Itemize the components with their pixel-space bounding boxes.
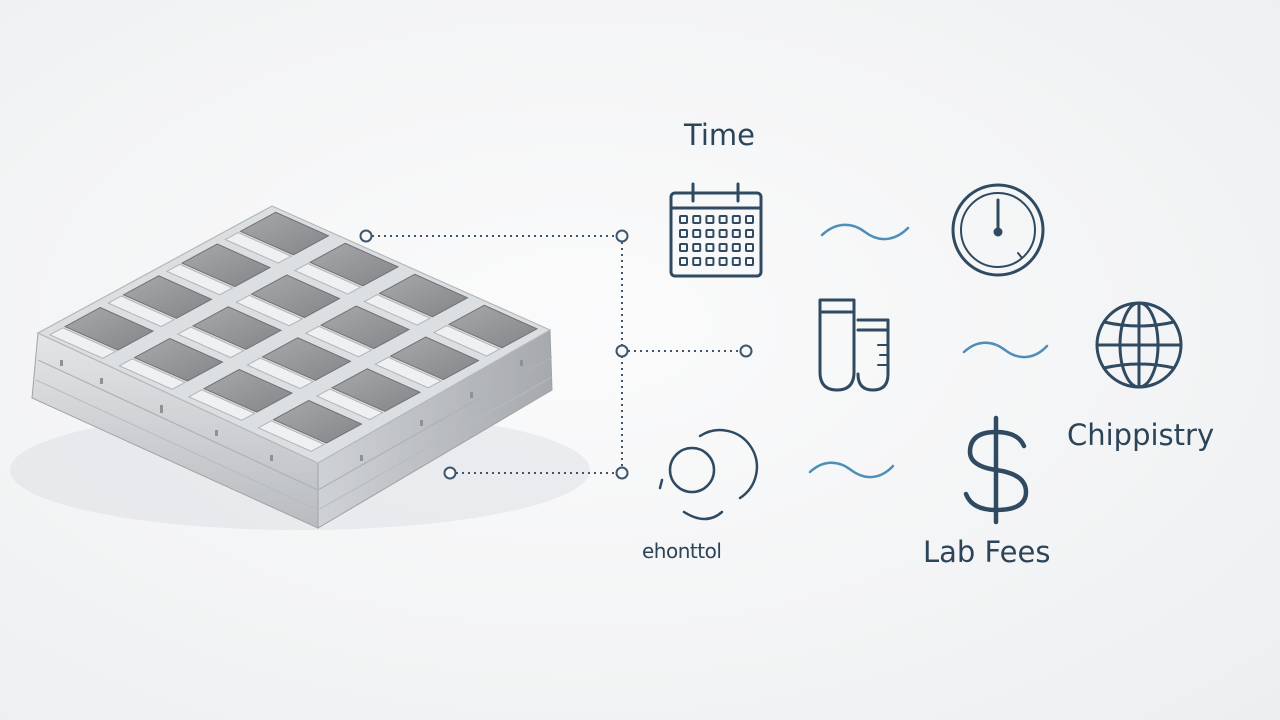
battery-cell (180, 243, 272, 288)
calendar-day-cell (745, 229, 754, 238)
calendar-day-cell (731, 243, 741, 252)
battery-cell (319, 305, 411, 350)
calendar-day-cell (705, 257, 715, 266)
battery-cell (63, 306, 155, 351)
battery-cell (250, 274, 341, 319)
tilde-separators (808, 223, 1049, 479)
overlapping-circles-icon (658, 428, 759, 521)
calendar-day-cell (692, 229, 702, 238)
tilde-icon (820, 223, 910, 241)
battery-cell-terminal (176, 326, 245, 359)
battery-cell (239, 211, 330, 256)
clock-icon (951, 183, 1045, 277)
battery-cell (191, 306, 283, 350)
battery-cell-terminal (293, 263, 362, 295)
battery-cell (389, 336, 480, 381)
calendar-day-cell (692, 243, 702, 252)
calendar-day-cell (705, 229, 715, 238)
calendar-day-cell (745, 243, 754, 252)
calendar-day-cell (745, 215, 754, 224)
battery-cell-terminal (118, 358, 187, 390)
calendar-day-cell (718, 257, 728, 266)
battery-cell-terminal (187, 389, 256, 421)
control-label: ehonttol (642, 539, 722, 563)
battery-cell-terminal (246, 357, 315, 390)
battery-cell (272, 399, 363, 444)
battery-cell-terminal (432, 325, 501, 357)
tilde-icon (808, 461, 895, 479)
calendar-day-cell (679, 257, 688, 266)
calendar-day-cell (718, 243, 728, 252)
calendar-day-cell (718, 215, 728, 224)
tilde-icon (962, 341, 1049, 359)
globe-icon (1095, 301, 1183, 389)
calendar-day-cell (679, 215, 688, 224)
calendar-day-cell (692, 257, 702, 266)
battery-cell-terminal (107, 295, 176, 328)
battery-cell (202, 368, 294, 413)
calendar-day-cell (745, 257, 754, 266)
battery-cell-terminal (257, 420, 326, 452)
calendar-day-cell (731, 229, 741, 238)
battery-cell-terminal (304, 325, 373, 358)
calendar-day-cell (679, 243, 688, 252)
lab-fees-label: Lab Fees (923, 535, 1051, 569)
calendar-day-cell (679, 229, 688, 238)
battery-cell (261, 337, 352, 381)
battery-cell (122, 275, 213, 319)
battery-cell (308, 242, 400, 287)
battery-cell (378, 273, 469, 318)
test-tubes-icon (818, 298, 890, 392)
dollar-sign-icon (963, 415, 1029, 525)
calendar-day-cell (718, 229, 728, 238)
calendar-day-cell (731, 215, 741, 224)
connector-lines (366, 235, 746, 474)
calendar-day-cell (731, 257, 741, 266)
battery-cell-terminal (165, 263, 234, 296)
connector-nodes (359, 229, 753, 480)
battery-cell (447, 304, 539, 349)
battery-cell-terminal (315, 388, 384, 421)
calendar-icon (669, 182, 763, 278)
battery-cell-terminal (374, 356, 443, 389)
battery-cell-terminal (48, 327, 117, 359)
battery-cell-terminal (363, 294, 432, 326)
calendar-day-cell (705, 215, 715, 224)
battery-cell-terminal (235, 294, 304, 327)
battery-cell (133, 337, 224, 382)
battery-cell (330, 368, 422, 412)
calendar-day-cell (692, 215, 702, 224)
chippistry-label: Chippistry (1067, 418, 1215, 452)
battery-pack-icon (10, 205, 590, 530)
time-label: Time (684, 118, 755, 152)
calendar-day-cell (705, 243, 715, 252)
battery-cell-terminal (224, 232, 293, 264)
